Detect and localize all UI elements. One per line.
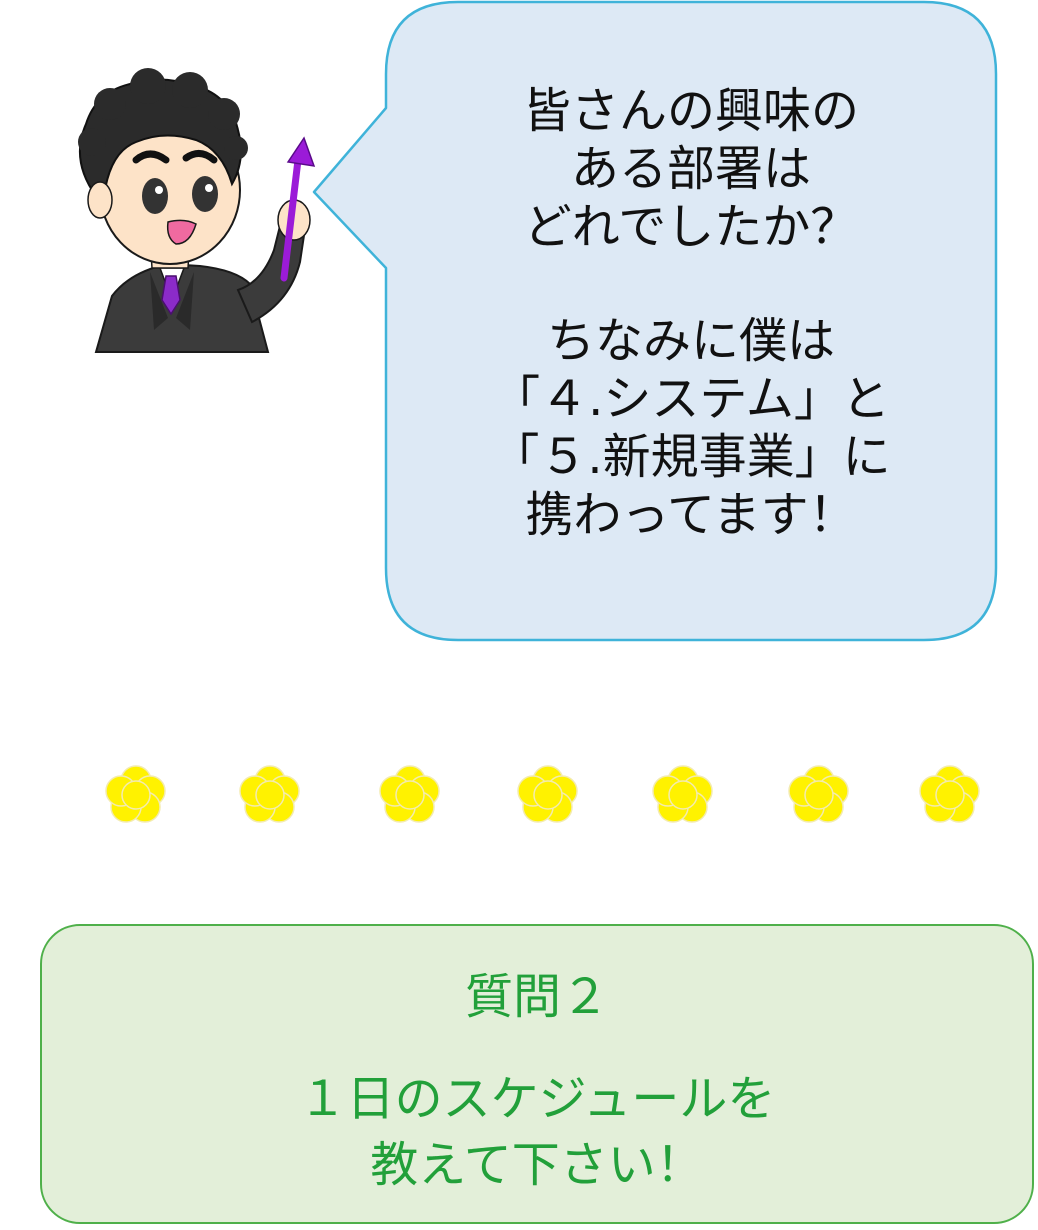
speech-line: 皆さんの興味の [522,83,859,139]
speech-bubble [312,0,998,642]
yellow-flower-icon [105,765,166,823]
speech-line: ある部署は [570,141,811,197]
speech-line: ちなみに僕は [546,313,835,369]
yellow-flower-icon [919,765,980,823]
question-box: 質問２ １日のスケジュールを 教えて下さい！ [40,924,1034,1224]
yellow-flower-icon [788,765,849,823]
yellow-flower-icon [517,765,578,823]
flower-divider [105,765,980,823]
question-title: 質問２ [464,969,609,1025]
speech-line: どれでしたか？ [523,199,859,255]
speech-line: 「５.新規事業」に [491,429,891,485]
speech-line: 携わってます！ [525,487,857,543]
businessman-pointing-icon [78,68,316,353]
question-line: １日のスケジュールを [298,1071,776,1127]
yellow-flower-icon [652,765,713,823]
question-line: 教えて下さい！ [370,1137,704,1193]
question-body: １日のスケジュールを 教えて下さい！ [42,1066,1032,1198]
illustration [78,0,998,642]
speech-bubble-text: 皆さんの興味の ある部署は どれでしたか？ ちなみに僕は 「４.システム」と 「… [386,82,996,544]
yellow-flower-icon [379,765,440,823]
yellow-flower-icon [239,765,300,823]
speech-line: 「４.システム」と [492,371,890,427]
